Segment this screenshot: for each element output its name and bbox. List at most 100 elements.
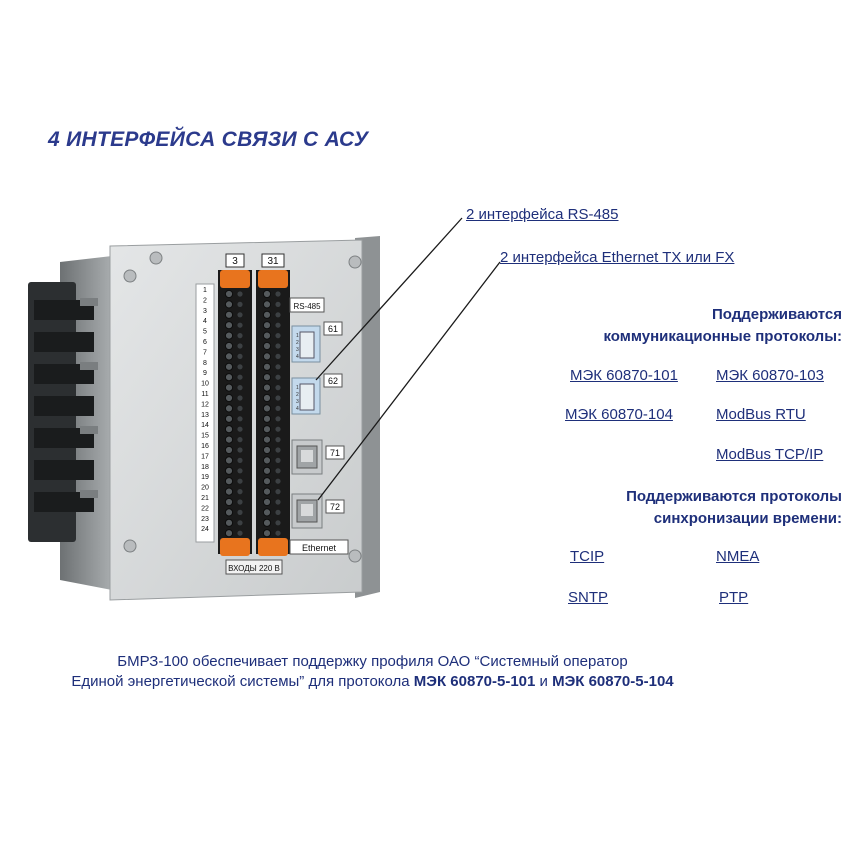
terminal-screw-icon <box>262 300 272 309</box>
terminal-screw-icon <box>262 289 272 299</box>
terminal-screw-icon <box>262 445 272 455</box>
terminal-screw-icon <box>224 341 234 351</box>
terminal-screw-icon <box>262 404 272 413</box>
terminal-clamp-icon <box>275 364 281 370</box>
svg-text:1: 1 <box>296 333 299 339</box>
terminal-clamp-icon <box>237 509 243 515</box>
terminal-clamp-icon <box>237 447 243 453</box>
protocol-tcip[interactable]: TCIP <box>570 548 605 565</box>
port-62-label: 62 <box>328 376 338 386</box>
terminal-screw-icon <box>262 435 272 444</box>
sync-protocols-heading: Поддерживаются протоколы синхронизации в… <box>626 488 842 527</box>
terminal-clamp-icon <box>237 374 243 380</box>
terminal-clamp-icon <box>237 499 243 505</box>
footer-line-1: БМРЗ-100 обеспечивает поддержку профиля … <box>117 653 628 670</box>
terminal-screw-icon <box>262 487 272 496</box>
terminal-screw-icon <box>224 373 234 382</box>
terminal-number: 7 <box>203 349 207 356</box>
terminal-block-left <box>218 270 252 556</box>
svg-text:2: 2 <box>296 392 299 398</box>
terminal-screw-icon <box>262 373 272 382</box>
terminal-clamp-icon <box>275 416 281 422</box>
block-left-label-box <box>225 253 245 268</box>
pointer-line-ethernet <box>317 261 501 501</box>
terminal-screw-icon <box>224 529 234 538</box>
terminal-screw-icon <box>224 383 234 392</box>
protocol-nmea[interactable]: NMEA <box>716 548 760 565</box>
terminal-clamp-icon <box>275 437 281 443</box>
terminal-clamp-icon <box>275 426 281 432</box>
rs485-label-box <box>289 297 325 313</box>
terminal-number: 18 <box>201 464 209 471</box>
terminal-clamp-icon <box>237 395 243 401</box>
terminal-clamp-icon <box>275 385 281 391</box>
terminal-clamp-icon <box>237 353 243 359</box>
comm-protocols-heading: Поддерживаются коммуникационные протокол… <box>603 306 842 345</box>
terminal-clamp-icon <box>237 468 243 474</box>
terminal-clamp-icon <box>237 343 243 349</box>
terminal-number: 19 <box>201 474 209 481</box>
terminal-screw-icon <box>224 414 234 423</box>
rs485-port-62: 1 2 3 4 <box>291 377 321 415</box>
terminal-screw-icon <box>224 435 234 444</box>
terminal-screw-icon <box>262 383 272 392</box>
protocol-iec-101[interactable]: МЭК 60870-101 <box>570 367 678 384</box>
terminal-screw-icon <box>224 425 234 434</box>
terminal-number: 6 <box>203 339 207 346</box>
terminal-screw-icon <box>262 310 272 319</box>
terminal-number: 12 <box>201 401 209 408</box>
terminal-clamp-icon <box>275 499 281 505</box>
svg-text:1: 1 <box>296 385 299 391</box>
terminal-screw-icon <box>262 341 272 351</box>
protocol-iec-103[interactable]: МЭК 60870-103 <box>716 367 824 384</box>
callout-ethernet[interactable]: 2 интерфейса Ethernet TX или FX <box>500 249 735 266</box>
terminal-screw-icon <box>224 404 234 413</box>
terminal-number: 1 <box>203 287 207 294</box>
terminal-clamp-icon <box>237 322 243 328</box>
terminal-number: 21 <box>201 495 209 502</box>
ethernet-port-72 <box>291 493 323 529</box>
terminal-number: 15 <box>201 433 209 440</box>
terminal-screw-icon <box>262 425 272 434</box>
terminal-clamp-icon <box>237 478 243 484</box>
terminal-screw-icon <box>224 508 234 517</box>
terminal-clamp-icon <box>237 333 243 339</box>
terminal-number: 5 <box>203 329 207 336</box>
protocol-iec-104[interactable]: МЭК 60870-104 <box>565 406 673 423</box>
terminal-screw-icon <box>262 529 272 538</box>
protocol-modbus-tcp[interactable]: ModBus TCP/IP <box>716 446 824 463</box>
terminal-clamp-icon <box>237 426 243 432</box>
terminal-screw-icon <box>262 414 272 423</box>
terminal-clamp-icon <box>275 343 281 349</box>
terminal-clamp-icon <box>275 301 281 307</box>
terminal-number: 8 <box>203 360 207 367</box>
terminal-screw-icon <box>224 497 234 507</box>
terminal-screw-icon <box>262 466 272 475</box>
terminal-clamp-icon <box>275 291 281 297</box>
protocol-sntp[interactable]: SNTP <box>568 589 609 606</box>
terminal-screw-icon <box>224 289 234 299</box>
terminal-number: 13 <box>201 412 209 419</box>
callout-rs485[interactable]: 2 интерфейса RS-485 <box>466 206 619 223</box>
terminal-number: 11 <box>201 391 208 398</box>
block-right-number: 31 <box>267 256 279 267</box>
terminal-clamp-icon <box>275 395 281 401</box>
terminal-screw-icon <box>224 310 234 319</box>
svg-text:2: 2 <box>296 340 299 346</box>
terminal-number: 4 <box>203 318 207 325</box>
terminal-screw-icon <box>224 352 234 361</box>
terminal-screw-icon <box>224 518 234 527</box>
inputs-label: ВХОДЫ 220 В <box>228 564 280 573</box>
terminal-screw-icon <box>262 321 272 330</box>
protocol-modbus-rtu[interactable]: ModBus RTU <box>716 406 806 423</box>
terminal-clamp-icon <box>275 478 281 484</box>
port-61-label-box <box>323 321 343 336</box>
block-right-label-box <box>261 253 285 268</box>
svg-text:4: 4 <box>296 354 299 360</box>
terminal-clamp-icon <box>237 457 243 463</box>
terminal-number-strip <box>195 283 215 543</box>
svg-text:3: 3 <box>296 399 299 405</box>
footer-line-2: Единой энергетической системы” для прото… <box>71 673 674 690</box>
protocol-ptp[interactable]: PTP <box>719 589 749 606</box>
